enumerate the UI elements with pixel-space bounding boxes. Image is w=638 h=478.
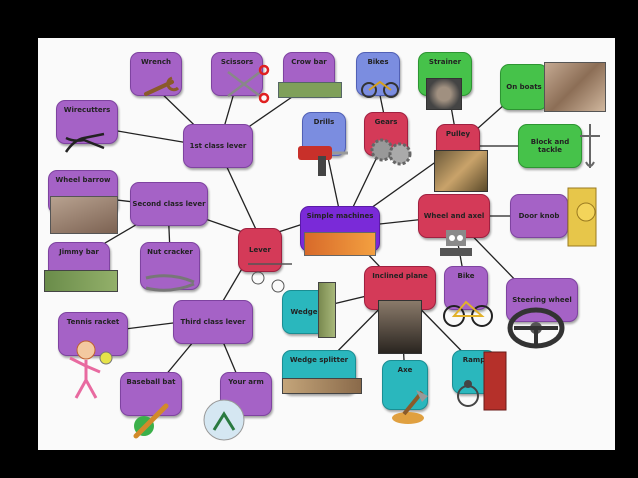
wheelbarrow-image: [50, 196, 118, 234]
strainer-image: [426, 78, 462, 110]
node-block-and-tackle[interactable]: Block and tackle: [518, 124, 582, 168]
ramp-image: [457, 351, 507, 411]
wrench-image: [144, 76, 180, 96]
node-bikes[interactable]: Bikes: [356, 52, 400, 96]
bikes-image: [361, 80, 399, 98]
node-third-class-lever[interactable]: Third class lever: [173, 300, 253, 344]
node-wirecutters[interactable]: Wirecutters: [56, 100, 118, 144]
drill-image: [298, 146, 348, 176]
nutcracker-image: [145, 274, 195, 292]
node-second-class-lever[interactable]: Second class lever: [130, 182, 208, 226]
lever-scale-image: [248, 263, 292, 293]
wirecutters-image: [64, 132, 105, 153]
boats-image: [544, 62, 606, 112]
pulley-image: [434, 150, 488, 192]
robot-image: [440, 230, 472, 256]
node-on-boats[interactable]: On boats: [500, 64, 548, 110]
simple-machines-image: [304, 232, 376, 256]
mind-map-canvas: Lever Simple machines 1st class lever Se…: [38, 38, 615, 450]
wedge-image: [318, 282, 336, 338]
jimmybar-image: [44, 270, 118, 292]
block-tackle-image: [580, 124, 600, 168]
node-axe[interactable]: Axe: [382, 360, 428, 410]
axe-image: [392, 390, 428, 424]
scissors-image: [227, 64, 270, 104]
steering-wheel-image: [507, 307, 565, 349]
wedge-splitter-image: [282, 378, 362, 394]
tennis-player-image: [69, 340, 113, 399]
node-door-knob[interactable]: Door knob: [510, 194, 568, 238]
node-strainer[interactable]: Strainer: [418, 52, 472, 96]
gears-image: [370, 138, 412, 166]
crowbar-image: [278, 82, 342, 98]
arm-image: [203, 399, 245, 441]
node-inclined-plane[interactable]: Inclined plane: [364, 266, 436, 310]
node-baseball-bat[interactable]: Baseball bat: [120, 372, 182, 416]
doorknob-image: [567, 187, 597, 247]
inclined-plane-image: [378, 300, 422, 354]
bike-image: [443, 300, 493, 327]
node-wheel-and-axel[interactable]: Wheel and axel: [418, 194, 490, 238]
node-first-class-lever[interactable]: 1st class lever: [183, 124, 253, 168]
baseball-bat-image: [133, 403, 169, 439]
